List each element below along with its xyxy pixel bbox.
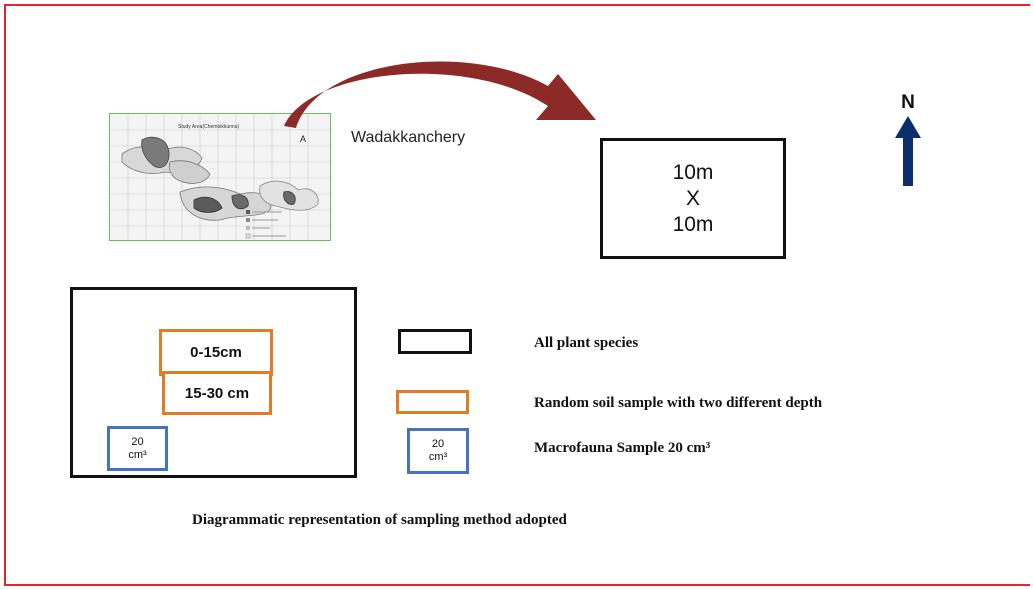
legend-macro-unit: cm³ [428, 451, 448, 463]
north-arrow-icon [895, 116, 921, 186]
soil-depth-bottom-label: 15-30 cm [184, 384, 250, 402]
dimension-times: X [685, 186, 700, 210]
map-title: Study Area(Chembikkunnu) [178, 124, 239, 130]
curved-arrow [284, 61, 596, 129]
north-indicator: N [893, 92, 923, 193]
legend-plant-label: All plant species [534, 335, 639, 351]
macro-value: 20 [131, 435, 144, 448]
quadrat-plot: 0-15cm 15-30 cm 20 cm³ [70, 287, 357, 478]
macrofauna-sample-box: 20 cm³ [107, 426, 168, 471]
legend-macrofauna-swatch: 20 cm³ [407, 428, 469, 474]
map-graphic: Study Area(Chembikkunnu) A [110, 114, 330, 240]
figure-frame [4, 4, 1030, 586]
map-regions [121, 136, 319, 221]
legend-soil-swatch [396, 390, 469, 414]
legend-soil-label: Random soil sample with two different de… [534, 395, 823, 411]
legend-plant-swatch [398, 329, 472, 354]
plot-dimension-box: 10m X 10m [600, 138, 786, 259]
soil-depth-top-label: 0-15cm [190, 344, 242, 361]
map-legend [245, 210, 286, 239]
soil-sample-box-top: 0-15cm [159, 329, 273, 376]
dimension-length: 10m [672, 212, 714, 236]
study-area-map: Study Area(Chembikkunnu) A [109, 113, 331, 241]
curved-arrow-shape [284, 61, 596, 129]
location-label: Wadakkanchery [351, 129, 466, 146]
macro-unit: cm³ [128, 448, 147, 461]
map-north-label: A [300, 134, 306, 144]
legend-macrofauna-label: Macrofauna Sample 20 cm³ [534, 440, 711, 456]
north-letter: N [901, 92, 915, 113]
figure-caption: Diagrammatic representation of sampling … [192, 512, 567, 528]
legend-macro-value: 20 [431, 438, 445, 450]
dimension-width: 10m [672, 160, 714, 184]
soil-sample-box-bottom: 15-30 cm [162, 371, 272, 415]
